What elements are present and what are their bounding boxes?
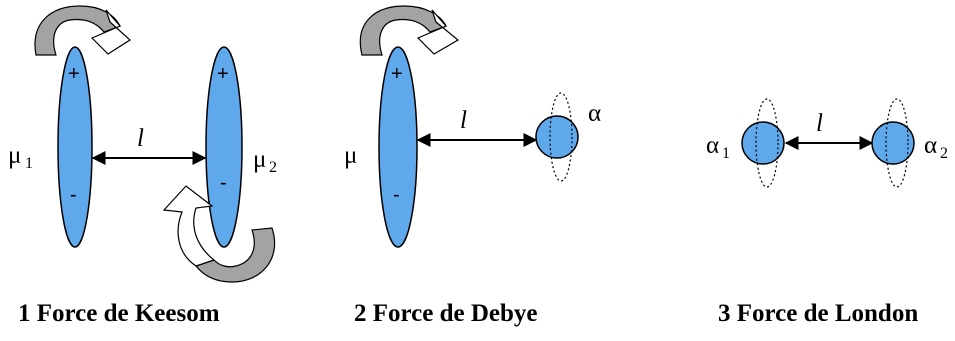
panel-keesom: + - μ 1 l + - μ 2	[8, 5, 277, 283]
rotation-arrow-bottom-icon	[162, 185, 276, 283]
label-mu2-subscript: 2	[269, 159, 277, 176]
dipole-mu	[378, 46, 418, 248]
label-mu: μ	[344, 142, 357, 169]
label-alpha1: α	[706, 132, 719, 159]
dipole-mu1-plus-sign: +	[68, 63, 80, 85]
label-mu1: μ	[8, 142, 21, 169]
panel-debye: + - μ l α	[344, 5, 601, 248]
atom-alpha2	[871, 121, 915, 165]
rotation-arrow-top-icon	[34, 5, 131, 56]
label-alpha: α	[588, 100, 601, 127]
label-mu2: μ	[253, 146, 266, 173]
label-alpha2-subscript: 2	[940, 145, 948, 162]
label-mu1-subscript: 1	[25, 155, 33, 172]
dipole-mu-minus-sign: -	[393, 184, 400, 206]
electron-cloud-alpha	[549, 92, 573, 182]
atom-alpha	[535, 115, 579, 159]
dipole-mu2-minus-sign: -	[220, 172, 227, 194]
distance-label-debye: l	[460, 107, 467, 134]
label-alpha1-subscript: 1	[722, 145, 730, 162]
distance-label-london: l	[816, 110, 823, 137]
dipole-mu2-plus-sign: +	[217, 63, 229, 85]
electron-cloud-alpha2	[885, 98, 909, 188]
rotation-arrow-debye-icon	[359, 5, 460, 56]
caption-debye: 2 Force de Debye	[354, 300, 538, 327]
label-alpha2: α	[924, 132, 937, 159]
distance-label-keesom: l	[137, 125, 144, 152]
dipole-mu2	[205, 46, 243, 248]
electron-cloud-alpha1	[755, 98, 779, 188]
dipole-mu1	[57, 46, 93, 248]
caption-keesom: 1 Force de Keesom	[18, 300, 220, 327]
caption-london: 3 Force de London	[718, 300, 918, 327]
panel-london: α 1 l α 2	[706, 98, 948, 188]
dipole-mu-plus-sign: +	[391, 63, 403, 85]
dipole-mu1-minus-sign: -	[70, 184, 77, 206]
atom-alpha1	[741, 121, 785, 165]
